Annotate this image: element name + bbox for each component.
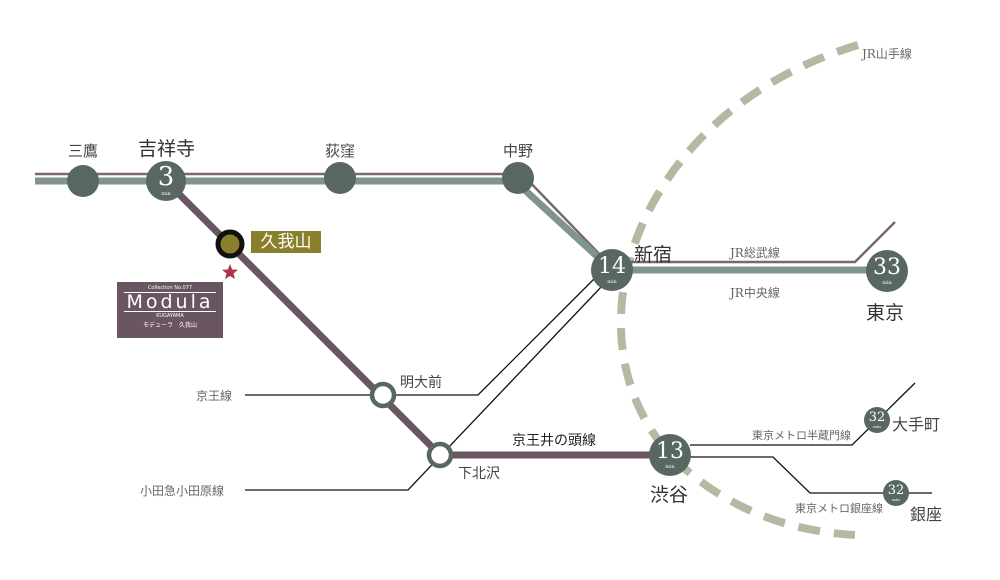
label-otemachi: 大手町 [892, 415, 941, 434]
station-tokyo[interactable] [866, 250, 908, 292]
station-shimokitazawa[interactable] [426, 441, 454, 469]
label-shibuya: 渋谷 [650, 484, 689, 506]
line-ginza: 東京メトロ銀座線 [795, 502, 883, 515]
station-nakano[interactable] [502, 162, 534, 194]
label-ogikubo: 荻窪 [325, 142, 356, 160]
line-odakyu: 小田急小田原線 [140, 484, 225, 498]
label-nakano: 中野 [503, 142, 534, 160]
label-meidaimae: 明大前 [400, 375, 442, 391]
station-mitaka[interactable] [67, 165, 99, 197]
station-ogikubo[interactable] [324, 162, 356, 194]
label-shimokitazawa: 下北沢 [458, 466, 500, 482]
label-mitaka: 三鷹 [68, 142, 99, 160]
line-sobu: JR総武線 [730, 246, 780, 260]
chuo-line [35, 177, 887, 274]
line-inokashira: 京王井の頭線 [512, 433, 596, 449]
line-chuo: JR中央線 [730, 286, 780, 300]
keio-line [245, 277, 596, 396]
station-kichijoji[interactable] [146, 161, 186, 201]
yamanote-line [616, 41, 860, 539]
inokashira-line [163, 178, 670, 459]
line-yamanote: JR山手線 [862, 47, 912, 61]
odakyu-line [245, 284, 604, 491]
label-kugayama: 久我山 [251, 231, 321, 253]
label-kichijoji: 吉祥寺 [138, 138, 196, 160]
label-ginza: 銀座 [910, 505, 943, 524]
label-tokyo: 東京 [866, 302, 905, 324]
station-otemachi[interactable] [864, 407, 890, 433]
station-meidaimae[interactable] [369, 381, 397, 409]
line-hanzomon: 東京メトロ半蔵門線 [752, 429, 851, 442]
ginza-line [690, 456, 932, 494]
hanzomon-line [690, 382, 916, 446]
station-kugayama[interactable] [215, 229, 245, 259]
star-icon [222, 264, 238, 279]
station-shinjuku[interactable] [591, 249, 633, 291]
station-shibuya[interactable] [649, 434, 691, 476]
station-ginza[interactable] [883, 480, 909, 506]
label-shinjuku: 新宿 [634, 244, 673, 266]
modula-logo: Collection No.077 Modula KUGAYAMA モデューラ … [117, 282, 223, 338]
line-keio: 京王線 [196, 389, 233, 403]
